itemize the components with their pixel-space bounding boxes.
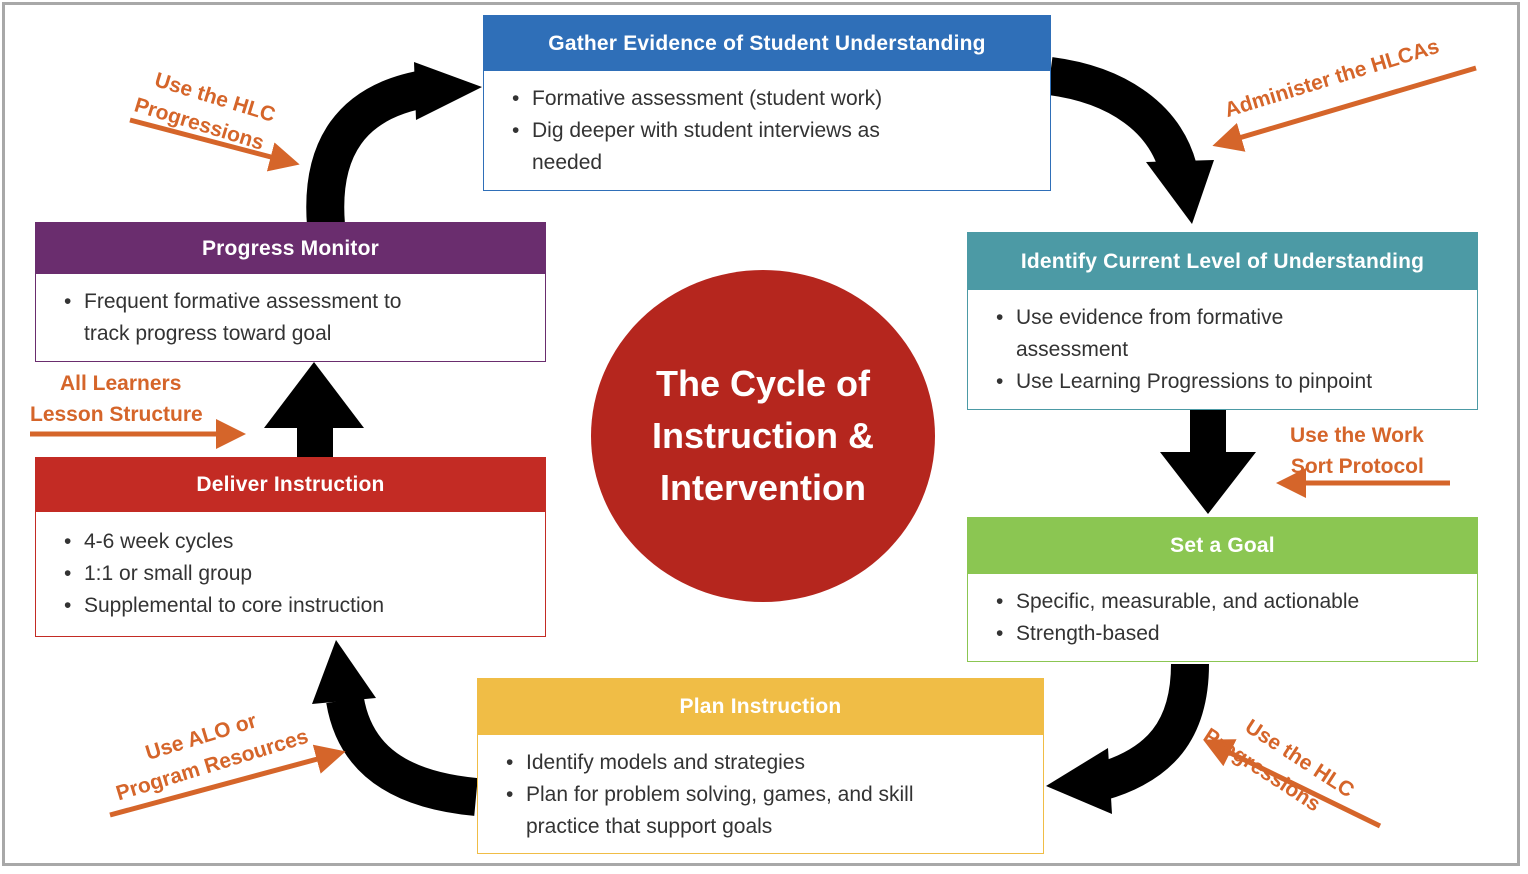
stage-deliver-instruction: Deliver Instruction 4-6 week cycles 1:1 … — [35, 457, 546, 637]
arrow-deliver-to-monitor — [264, 362, 364, 458]
bullet-item: Supplemental to core instruction — [36, 590, 545, 622]
annotation-work-sort: Use the Work Sort Protocol — [1290, 420, 1424, 482]
bullet-item: 1:1 or small group — [36, 558, 545, 590]
stage-gather-evidence: Gather Evidence of Student Understanding… — [483, 15, 1051, 191]
pointer-hlc-top — [129, 117, 300, 172]
bullet-item: Use Learning Progressions to pinpoint — [968, 366, 1477, 398]
annotation-line: All Learners — [60, 372, 182, 395]
pointer-hlc-bottom — [1203, 739, 1382, 829]
bullet-item: Dig deeper with student interviews as — [484, 115, 1050, 147]
cycle-title-circle: The Cycle of Instruction & Intervention — [591, 270, 935, 602]
bullet-item: Use evidence from formative — [968, 302, 1477, 334]
stage-plan-bullets: Identify models and strategies Plan for … — [478, 735, 1043, 843]
bullet-continuation: practice that support goals — [526, 815, 773, 838]
pointer-alo — [109, 744, 346, 818]
bullet-item: Formative assessment (student work) — [484, 83, 1050, 115]
stage-identify-bullets: Use evidence from formative assessment U… — [968, 290, 1477, 398]
arrow-plan-to-deliver — [312, 640, 478, 816]
bullet-item: Strength-based — [968, 618, 1477, 650]
cycle-title-line: Intervention — [659, 467, 866, 508]
stage-plan-title: Plan Instruction — [478, 679, 1043, 735]
stage-gather-bullets: Formative assessment (student work) Dig … — [484, 71, 1050, 179]
stage-deliver-title: Deliver Instruction — [36, 458, 545, 512]
cycle-title-line: Instruction & — [652, 415, 874, 456]
cycle-title-line: The Cycle of — [655, 363, 871, 404]
stage-monitor-bullets: Frequent formative assessment to track p… — [36, 274, 545, 350]
bullet-item: 4-6 week cycles — [36, 526, 545, 558]
arrow-gather-to-identify — [1047, 57, 1214, 224]
stage-progress-monitor: Progress Monitor Frequent formative asse… — [35, 222, 546, 362]
stage-set-goal: Set a Goal Specific, measurable, and act… — [967, 517, 1478, 662]
bullet-item: Specific, measurable, and actionable — [968, 586, 1477, 618]
annotation-line: Lesson Structure — [30, 403, 203, 426]
stage-plan-instruction: Plan Instruction Identify models and str… — [477, 678, 1044, 854]
annotation-line: Sort Protocol — [1290, 455, 1424, 478]
arrow-identify-to-goal — [1160, 410, 1256, 514]
annotation-line: Use the Work — [1290, 424, 1424, 447]
bullet-item: Frequent formative assessment to — [36, 286, 545, 318]
stage-identify-title: Identify Current Level of Understanding — [968, 233, 1477, 290]
arrow-goal-to-plan — [1046, 663, 1209, 814]
arrow-monitor-to-gather — [306, 62, 482, 227]
stage-gather-title: Gather Evidence of Student Understanding — [484, 16, 1050, 71]
stage-monitor-title: Progress Monitor — [36, 223, 545, 274]
annotation-all-learners: All Learners Lesson Structure — [30, 368, 203, 430]
stage-goal-bullets: Specific, measurable, and actionable Str… — [968, 574, 1477, 650]
bullet-continuation: track progress toward goal — [84, 322, 332, 345]
stage-goal-title: Set a Goal — [968, 518, 1477, 574]
bullet-item: Plan for problem solving, games, and ski… — [478, 779, 1043, 811]
stage-identify-level: Identify Current Level of Understanding … — [967, 232, 1478, 410]
bullet-continuation: needed — [532, 151, 603, 174]
bullet-item: Identify models and strategies — [478, 747, 1043, 779]
pointer-hlcas — [1212, 65, 1477, 152]
bullet-continuation: assessment — [1016, 338, 1129, 361]
stage-deliver-bullets: 4-6 week cycles 1:1 or small group Suppl… — [36, 512, 545, 622]
